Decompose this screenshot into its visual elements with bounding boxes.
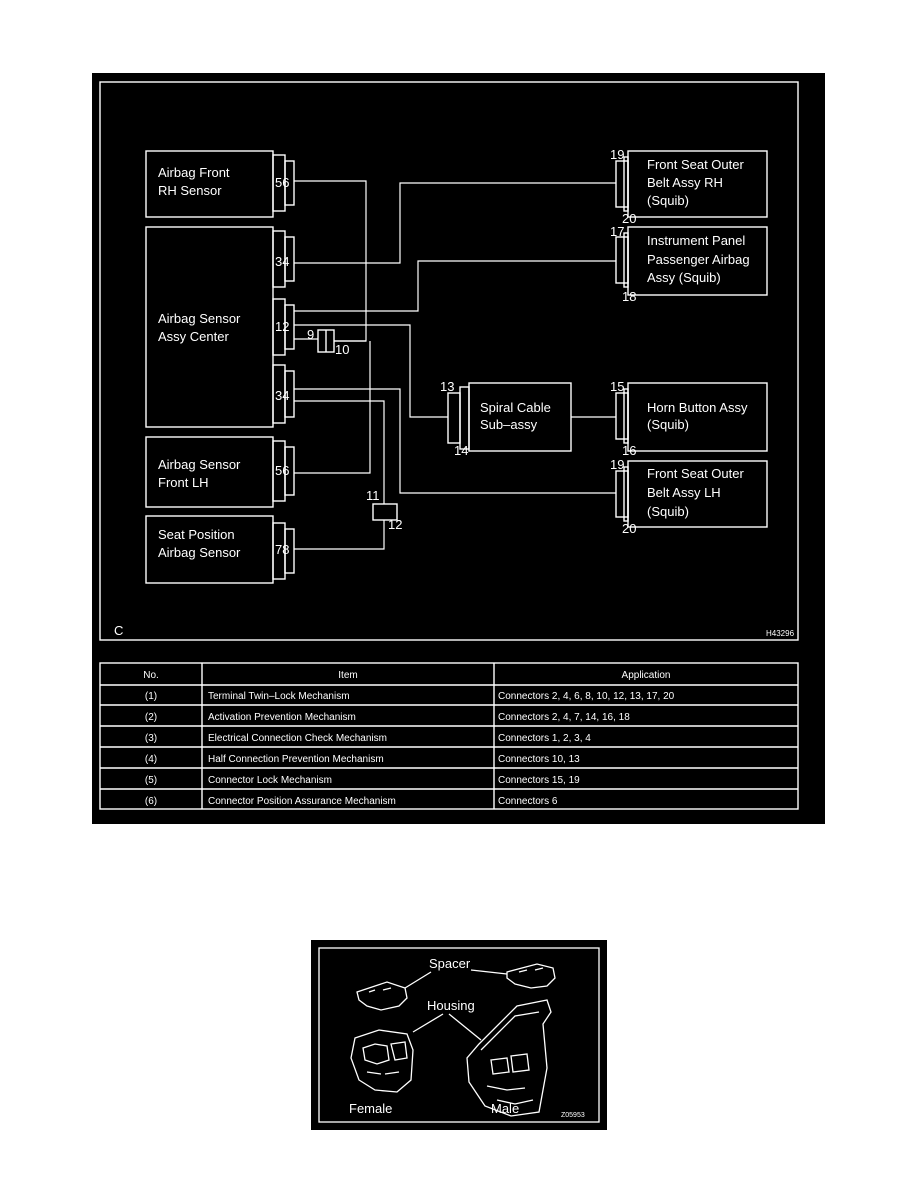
table-header-item: Item [338, 670, 357, 681]
pins-center-mid: 12 [275, 319, 289, 334]
horn-label-1: Horn Button Assy [647, 400, 748, 415]
num-20-rh: 20 [622, 211, 636, 226]
connector-center-bot [272, 364, 295, 424]
male-housing-drawing [466, 999, 552, 1117]
pins-seat-pos: 78 [275, 542, 289, 557]
num-13: 13 [440, 379, 454, 394]
wiring-diagram: Airbag Front RH Sensor Airbag Sensor Ass… [99, 81, 799, 810]
connector-spiral [447, 386, 470, 450]
ip-pass-label-2: Passenger Airbag [647, 252, 750, 267]
num-14: 14 [454, 443, 468, 458]
connector-ip-pass [615, 232, 629, 288]
table-cell: Connectors 1, 2, 3, 4 [498, 733, 591, 744]
table-cell: Connectors 6 [498, 796, 558, 807]
table-cell: Terminal Twin–Lock Mechanism [208, 691, 350, 702]
ip-pass-label-1: Instrument Panel [647, 233, 745, 248]
airbag-sensor-assy-center-box [145, 226, 274, 428]
table-cell: (4) [145, 754, 157, 765]
num-17: 17 [610, 224, 624, 239]
spacer-label: Spacer [429, 956, 471, 971]
figure-id: H43296 [766, 629, 795, 638]
spiral-label-2: Sub–assy [480, 417, 538, 432]
horn-label-2: (Squib) [647, 417, 689, 432]
seat-pos-label-1: Seat Position [158, 527, 235, 542]
spacer-right-drawing [506, 963, 556, 989]
num-10: 10 [335, 342, 349, 357]
diagram-frame [99, 81, 799, 641]
table-cell: Connectors 2, 4, 6, 8, 10, 12, 13, 17, 2… [498, 691, 675, 702]
connector-rh-sensor [272, 154, 295, 212]
connector-seat-pos [272, 522, 295, 580]
housing-label: Housing [427, 998, 475, 1013]
num-19-lh: 19 [610, 457, 624, 472]
table-cell: (1) [145, 691, 157, 702]
num-19-rh: 19 [610, 147, 624, 162]
num-18: 18 [622, 289, 636, 304]
spiral-label-1: Spiral Cable [480, 400, 551, 415]
connector-belt-lh [615, 466, 629, 522]
connector-center-mid [272, 298, 295, 356]
num-20-lh: 20 [622, 521, 636, 536]
table-cell: Connectors 15, 19 [498, 775, 580, 786]
belt-lh-label-1: Front Seat Outer [647, 466, 744, 481]
illustration-frame [318, 947, 600, 1123]
seat-pos-label-2: Airbag Sensor [158, 545, 241, 560]
ip-pass-label-3: Assy (Squib) [647, 270, 721, 285]
wires [294, 180, 616, 550]
rh-sensor-label-2: RH Sensor [158, 183, 222, 198]
table-cell: (5) [145, 775, 157, 786]
center-label-1: Airbag Sensor [158, 311, 241, 326]
male-label: Male [491, 1101, 519, 1116]
inline-connector-11-12 [372, 503, 398, 521]
female-housing-drawing [350, 1029, 414, 1093]
belt-lh-label-2: Belt Assy LH [647, 485, 721, 500]
table-frame [99, 662, 799, 810]
num-9: 9 [307, 327, 314, 342]
belt-rh-label-2: Belt Assy RH [647, 175, 723, 190]
center-label-2: Assy Center [158, 329, 229, 344]
belt-lh-label-3: (Squib) [647, 504, 689, 519]
pins-center-bot: 34 [275, 388, 289, 403]
table-cell: (6) [145, 796, 157, 807]
num-16: 16 [622, 443, 636, 458]
connector-illustration-panel: Spacer Housing Female Male Z05953 [311, 940, 607, 1130]
table-header-no: No. [143, 670, 159, 681]
connector-front-lh [272, 440, 295, 502]
pins-center-top: 34 [275, 254, 289, 269]
connector-figure-id: Z05953 [561, 1112, 585, 1119]
connector-horn [615, 388, 629, 444]
pins-front-lh: 56 [275, 463, 289, 478]
table-cell: (3) [145, 733, 157, 744]
spacer-left-drawing [356, 981, 408, 1011]
table-cell: Connectors 2, 4, 7, 14, 16, 18 [498, 712, 630, 723]
num-12: 12 [388, 517, 402, 532]
airbag-sensor-front-lh-box [145, 436, 274, 508]
table-cell: Connector Lock Mechanism [208, 775, 332, 786]
num-15: 15 [610, 379, 624, 394]
connector-illustration: Spacer Housing Female Male Z05953 [318, 947, 600, 1123]
corner-letter: C [114, 623, 123, 638]
wiring-diagram-panel: Airbag Front RH Sensor Airbag Sensor Ass… [92, 73, 825, 824]
table-cell: Electrical Connection Check Mechanism [208, 733, 387, 744]
female-label: Female [349, 1101, 392, 1116]
pins-rh-sensor: 56 [275, 175, 289, 190]
table-header-application: Application [622, 670, 671, 681]
belt-rh-label-3: (Squib) [647, 193, 689, 208]
connector-belt-rh [615, 156, 629, 212]
num-11: 11 [366, 488, 380, 503]
table-cell: Half Connection Prevention Mechanism [208, 754, 384, 765]
rh-sensor-label-1: Airbag Front [158, 165, 230, 180]
table-cell: Activation Prevention Mechanism [208, 712, 356, 723]
belt-rh-label-1: Front Seat Outer [647, 157, 744, 172]
front-lh-label-1: Airbag Sensor [158, 457, 241, 472]
front-lh-label-2: Front LH [158, 475, 209, 490]
table-cell: (2) [145, 712, 157, 723]
table-cell: Connector Position Assurance Mechanism [208, 796, 396, 807]
connector-center-top [272, 230, 295, 288]
table-cell: Connectors 10, 13 [498, 754, 580, 765]
